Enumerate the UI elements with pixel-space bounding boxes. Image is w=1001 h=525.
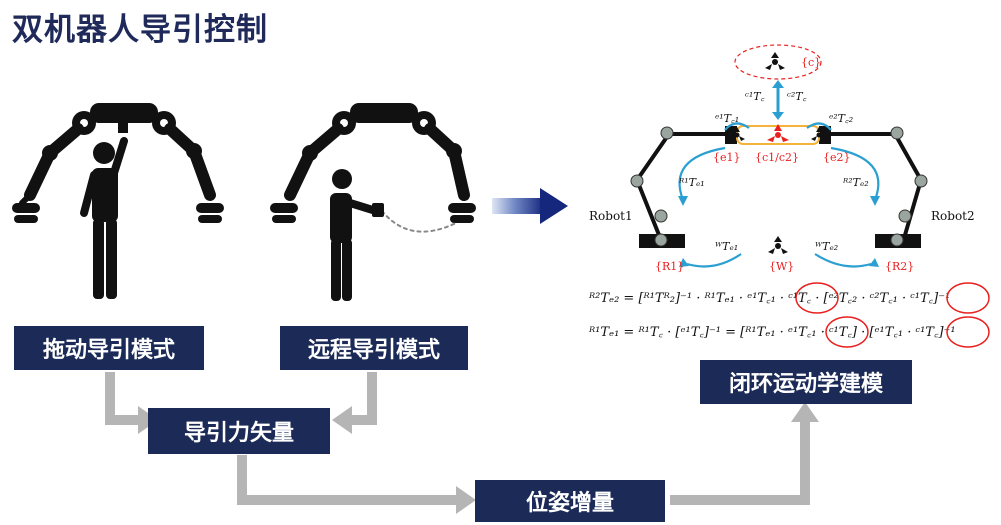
big-arrow-head [540,188,568,224]
robot1-label: Robot1 [589,209,633,223]
eq1-highlight-1 [795,282,839,314]
remote-guidance-mode-box: 远程导引模式 [280,326,468,370]
equation-1: ᴿ²Tₑ₂ = [ᴿ¹Tᴿ₂]⁻¹ · ᴿ¹Tₑ₁ · ᵉ¹T꜀₁ · ᶜ¹T꜀… [588,291,950,306]
drag-guidance-mode-box: 拖动导引模式 [14,326,204,370]
frame-c-icon [765,52,785,70]
robot2-joint-3 [898,209,912,223]
robot1-joint-3 [654,209,668,223]
object-frame-ellipse [734,44,822,80]
frame-c1c2-label: {c1/c2} [755,151,799,164]
arrow-c2-to-e2 [806,122,832,131]
arrow-e1-to-R1 [678,146,726,201]
e1-gripper [725,126,737,144]
eq2-highlight-2 [946,316,990,348]
arrow-c1-to-e1 [724,122,750,131]
e2-gripper [819,126,831,144]
big-arrow-shaft [492,198,544,214]
arrow-W-to-R2 [814,253,872,268]
arrow-e2-to-R2 [830,146,880,201]
arrow-force-to-pose [237,455,458,505]
frame-e1-icon [729,127,745,141]
e2Tc2-label: ᵉ²T꜀₂ [829,112,853,125]
c2Tc-label: ᶜ²T꜀ [787,90,807,103]
R2Te2-label: ᴿ²Tₑ₂ [842,176,869,189]
frame-e1-label: {e1} [713,151,741,164]
frame-R2-label: {R2} [885,260,914,273]
remote-guidance-illustration [270,103,476,301]
drag-guidance-illustration [12,103,224,299]
closed-loop-kinematics-box: 闭环运动学建模 [700,360,912,404]
frame-c-label: {c} [801,56,821,69]
arrow-pose-to-loop [670,420,810,505]
arrow-remote-to-force [350,372,377,425]
arrow-drag-to-force [105,372,140,425]
robot1-joint-2 [630,174,644,188]
robot1-joint-1 [660,126,674,140]
frame-c1c2-icon [767,124,789,142]
robot2-label: Robot2 [931,209,975,223]
frame-R1-label: {R1} [655,260,684,273]
robot2-links [821,132,924,236]
arrow-force-to-pose-head [456,486,476,514]
guidance-force-vector-box: 导引力矢量 [148,408,330,454]
robot2-joint-2 [914,174,928,188]
robot1-links [634,132,733,236]
WTe2-label: ᵂTₑ₂ [815,240,838,253]
frame-e2-icon [811,127,827,141]
equation-2: ᴿ¹Tₑ₁ = ᴿ¹T꜀ · [ᵉ¹T꜀]⁻¹ = [ᴿ¹Tₑ₁ · ᵉ¹T꜀₁… [588,325,956,340]
pose-increment-box: 位姿增量 [475,480,665,522]
eq1-highlight-2 [946,282,990,314]
frame-W-label: {W} [769,260,794,273]
page-title: 双机器人导引控制 [12,12,268,48]
robot2-joint-1 [890,126,904,140]
arrow-pose-to-loop-head [791,402,819,422]
R1Te1-label: ᴿ¹Tₑ₁ [678,176,705,189]
WTe1-label: ᵂTₑ₁ [715,240,738,253]
frame-W-icon [768,236,788,254]
kinematic-diagram: {c} ᶜ¹T꜀ ᶜ²T꜀ ᵉ¹T꜀₁ ᵉ²T꜀₂ {e1} {c1/c2} {… [588,44,990,348]
eq2-highlight-1 [825,316,869,348]
arrow-W-to-R1 [686,253,742,268]
arrow-remote-to-force-head [332,406,352,434]
c1Tc-label: ᶜ¹T꜀ [745,90,765,103]
e1Tc1-label: ᵉ¹T꜀₁ [715,112,739,125]
frame-e2-label: {e2} [823,151,851,164]
